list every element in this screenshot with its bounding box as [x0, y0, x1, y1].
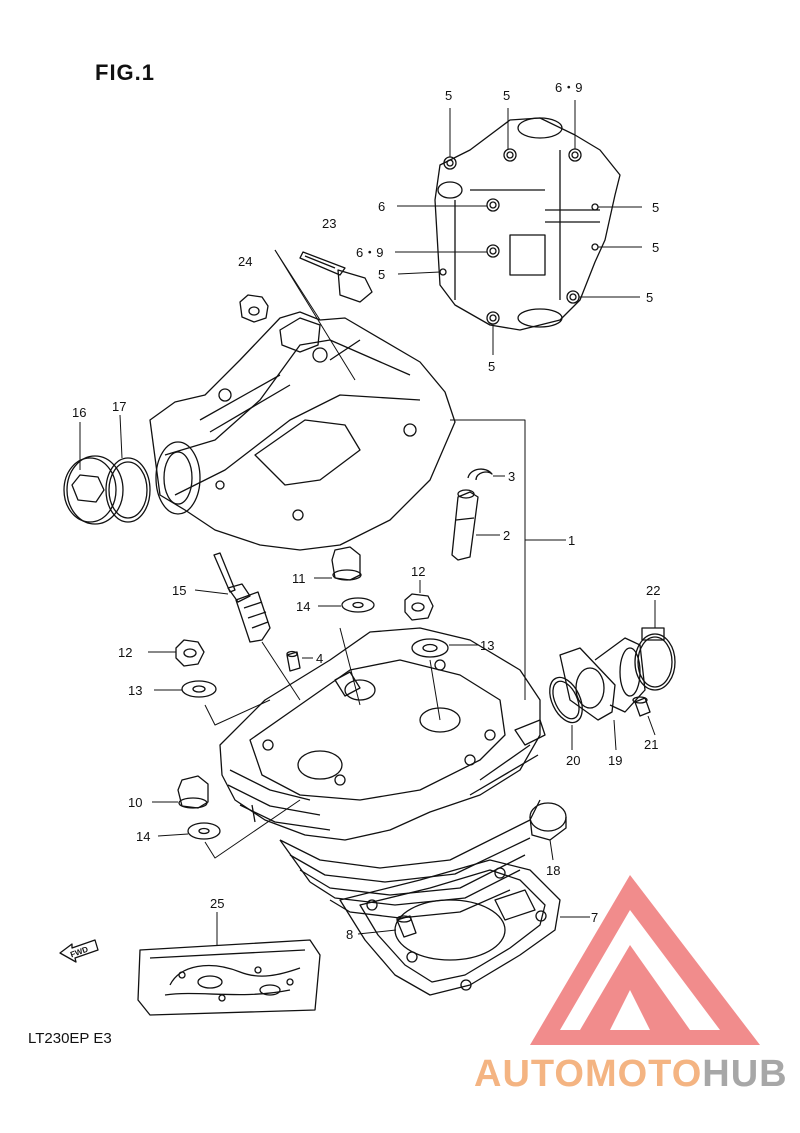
callout-8: 8	[346, 927, 353, 942]
figure-title: FIG.1	[95, 60, 156, 85]
callout-5-c: 5	[378, 267, 385, 282]
fwd-arrow-icon	[59, 939, 99, 963]
callout-20: 20	[566, 753, 580, 768]
callout-14-b: 14	[136, 829, 150, 844]
model-code: LT230EP E3	[28, 1030, 112, 1047]
callout-24: 24	[238, 254, 252, 269]
callout-4: 4	[316, 651, 323, 666]
tappet-cap-16-shape	[63, 455, 124, 525]
watermark-text: AUTOMOTOHUB	[474, 1053, 788, 1096]
callout-5-e: 5	[652, 240, 659, 255]
dowel-4-shape	[286, 650, 301, 672]
callout-11: 11	[292, 571, 306, 586]
leader-lines-top-right	[395, 100, 642, 355]
callout-12-b: 12	[118, 645, 132, 660]
callout-5-g: 5	[488, 359, 495, 374]
automotohub-logo	[530, 875, 760, 1045]
callout-5-a: 5	[445, 88, 452, 103]
nut-12-right-shape	[404, 593, 434, 621]
callout-1: 1	[568, 533, 575, 548]
callout-15: 15	[172, 583, 186, 598]
bolt-21-shape	[632, 696, 651, 717]
watermark-part-2: HUB	[702, 1053, 788, 1095]
nut-24-shape	[239, 294, 269, 323]
dowel-8-shape	[396, 915, 417, 938]
callout-5-b: 5	[503, 88, 510, 103]
callout-12-a: 12	[411, 564, 425, 579]
washer-13-left-shape	[181, 680, 217, 698]
callout-25: 25	[210, 896, 224, 911]
callout-16: 16	[72, 405, 86, 420]
cylinder-block-fins	[279, 799, 541, 919]
bolt-23-shape	[299, 251, 373, 303]
callout-13-a: 13	[480, 638, 494, 653]
valve-guide-2-shape	[451, 489, 479, 561]
gasket-set-25-shape	[137, 939, 321, 1016]
callout-labels: 1 2 3 4 5 5 5 5 5 5 5 6 6・9 6・9 7 8 10 1…	[69, 80, 660, 959]
callout-14-a: 14	[296, 599, 310, 614]
callout-5-d: 5	[652, 200, 659, 215]
washer-14-upper-shape	[341, 597, 375, 613]
cap-nut-10-shape	[177, 775, 209, 809]
intake-pipe-19-shape	[559, 637, 646, 721]
callout-6-9-b: 6・9	[356, 245, 383, 260]
cylinder-head	[219, 627, 546, 841]
callout-10: 10	[128, 795, 142, 810]
callout-17: 17	[112, 399, 126, 414]
clip-3-shape	[467, 468, 493, 481]
callout-7: 7	[591, 910, 598, 925]
callout-21: 21	[644, 737, 658, 752]
head-cover-underside	[434, 117, 621, 331]
watermark-part-1: AUTOMOTO	[474, 1053, 703, 1095]
callout-3: 3	[508, 469, 515, 484]
spark-plug-15-shape	[213, 552, 271, 643]
washer-14-lower-shape	[187, 822, 221, 840]
callout-2: 2	[503, 528, 510, 543]
callout-22: 22	[646, 583, 660, 598]
cylinder-head-cover	[149, 311, 456, 551]
callout-6-9-a: 6・9	[555, 80, 582, 95]
callout-13-b: 13	[128, 683, 142, 698]
callout-6: 6	[378, 199, 385, 214]
o-ring-17-shape	[105, 457, 151, 523]
callout-23: 23	[322, 216, 336, 231]
callout-5-f: 5	[646, 290, 653, 305]
clamp-22-shape	[634, 627, 676, 691]
callout-18: 18	[546, 863, 560, 878]
cap-nut-11-shape	[331, 546, 362, 581]
washer-13-right-shape	[411, 638, 449, 658]
o-ring-20-shape	[549, 676, 583, 724]
callout-19: 19	[608, 753, 622, 768]
nut-12-left-shape	[175, 639, 205, 667]
